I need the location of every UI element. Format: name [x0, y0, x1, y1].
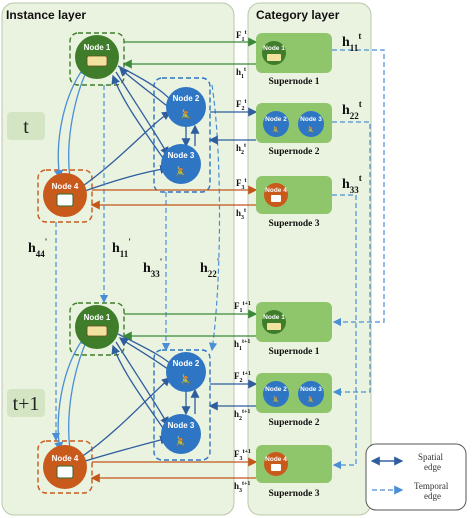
cross-layer-edges-t1: [90, 309, 258, 483]
label-h1t1: h1t+1: [234, 339, 250, 352]
node-3-label: Node 3: [168, 151, 195, 160]
node-1-label: Node 1: [84, 313, 111, 322]
node-2-label: Node 2: [265, 386, 287, 393]
supernode-1-t1[interactable]: Node 1 Supernode 1: [256, 302, 332, 357]
edge-labels-temporal: h11t h22t h33t h44' h11' h33' h22': [28, 31, 362, 279]
supernode-3-t1[interactable]: Node 4 Supernode 3: [256, 445, 332, 499]
legend-temporal-2: edge: [424, 491, 441, 501]
label-h44-instance: h44': [28, 237, 47, 259]
edge-labels-cross-t: F1t h1t F2t h2t F3t h3t: [236, 30, 247, 221]
legend-spatial-2: edge: [424, 462, 441, 472]
node-4-label: Node 4: [265, 187, 287, 194]
label-F3t1: F3t+1: [234, 449, 251, 462]
temporal-edges-instance: [51, 84, 221, 442]
label-F2t: F2t: [236, 99, 247, 112]
spatial-edges-t1: [54, 333, 200, 463]
cyclist-icon: 🚴: [180, 108, 192, 121]
cyclist-icon: 🚴: [272, 395, 281, 404]
label-h33-instance: h33': [143, 257, 162, 279]
node-1-t1[interactable]: Node 1: [75, 305, 119, 349]
label-h22: h22t: [342, 99, 362, 121]
time-t-box: [7, 112, 45, 140]
time-label-t: t: [23, 116, 29, 138]
category-layer-title: Category layer: [256, 8, 340, 22]
cyclist-icon: 🚴: [307, 125, 316, 134]
supernode-3-label: Supernode 3: [269, 219, 320, 229]
node-3-label: Node 3: [300, 116, 322, 123]
cyclist-icon: 🚴: [175, 165, 187, 178]
group-box-node1-t1: [69, 302, 125, 356]
edge-labels-cross-t1: F1t+1 h1t+1 F2t+1 h2t+1 F3t+1 h3t+1: [234, 301, 251, 494]
label-h2t: h2t: [236, 143, 246, 156]
supernode-3-t[interactable]: Node 4 Supernode 3: [256, 176, 332, 229]
label-h22-instance: h22': [200, 257, 219, 279]
node-1-label: Node 1: [263, 314, 285, 321]
label-F2t1: F2t+1: [234, 371, 251, 384]
label-h33: h33t: [342, 173, 362, 195]
label-h3t: h3t: [236, 208, 246, 221]
node-4-t[interactable]: Node 4: [43, 173, 87, 217]
legend-temporal-1: Temporal: [414, 481, 449, 491]
node-1-t[interactable]: Node 1: [75, 35, 119, 79]
node-2-t[interactable]: Node 2 🚴: [166, 87, 206, 127]
node-2-label: Node 2: [173, 359, 200, 368]
node-4-label: Node 4: [52, 454, 79, 463]
legend-box: [365, 443, 467, 511]
supernode-2-t1[interactable]: Node 2 🚴 Node 3 🚴 Supernode 2: [256, 373, 332, 428]
legend: Spatial edge Temporal edge: [365, 443, 467, 511]
camera-icon: [56, 193, 74, 207]
camera-icon: [271, 464, 281, 471]
supernode-2-label: Supernode 2: [269, 418, 320, 428]
camera-icon: [271, 195, 281, 202]
node-3-t1[interactable]: Node 3 🚴: [161, 414, 201, 454]
node-2-t1[interactable]: Node 2 🚴: [166, 352, 206, 392]
cyclist-icon: 🚴: [307, 395, 316, 404]
group-box-node4-t: [37, 169, 93, 223]
legend-spatial-1: Spatial: [418, 452, 443, 462]
label-F1t1: F1t+1: [234, 301, 251, 314]
camera-icon: [56, 465, 74, 479]
node-3-label: Node 3: [300, 386, 322, 393]
cyclist-icon: 🚴: [272, 125, 281, 134]
supernode-1-label: Supernode 1: [269, 347, 320, 357]
group-box-node23-t: [153, 77, 211, 193]
label-h2t1: h2t+1: [234, 409, 250, 422]
supernode-1-label: Supernode 1: [269, 77, 320, 87]
supernode-3-label: Supernode 3: [269, 489, 320, 499]
temporal-edges-category: [332, 49, 385, 470]
time-label-t1: t+1: [13, 393, 40, 415]
cyclist-icon: 🚴: [175, 435, 187, 448]
node-4-label: Node 4: [52, 182, 79, 191]
label-F3t: F3t: [236, 178, 247, 191]
group-box-node4-t1: [37, 440, 93, 494]
label-h11: h11t: [342, 31, 361, 53]
label-h1t: h1t: [236, 67, 246, 80]
label-F1t: F1t: [236, 30, 247, 43]
node-2-label: Node 2: [265, 116, 287, 123]
group-box-node1-t: [69, 32, 125, 86]
node-1-label: Node 1: [263, 45, 285, 52]
cyclist-icon: 🚴: [180, 373, 192, 386]
instance-layer-title: Instance layer: [6, 8, 86, 22]
bus-icon: [267, 54, 281, 61]
supernode-2-t[interactable]: Node 2 🚴 Node 3 🚴 Supernode 2: [256, 103, 332, 157]
supernode-2-label: Supernode 2: [269, 147, 320, 157]
node-3-t[interactable]: Node 3 🚴: [161, 144, 201, 184]
time-t1-box: [7, 389, 45, 417]
cross-layer-edges-t: [90, 37, 258, 210]
node-4-label: Node 4: [265, 456, 287, 463]
bus-icon: [86, 55, 108, 67]
supernode-1-t[interactable]: Node 1 Supernode 1: [256, 33, 332, 87]
label-h3t1: h3t+1: [234, 481, 250, 494]
bus-icon: [267, 323, 281, 330]
node-4-t1[interactable]: Node 4: [43, 445, 87, 489]
node-1-label: Node 1: [84, 43, 111, 52]
bus-icon: [86, 325, 108, 337]
node-2-label: Node 2: [173, 94, 200, 103]
node-3-label: Node 3: [168, 421, 195, 430]
label-h11-instance: h11': [112, 237, 131, 259]
